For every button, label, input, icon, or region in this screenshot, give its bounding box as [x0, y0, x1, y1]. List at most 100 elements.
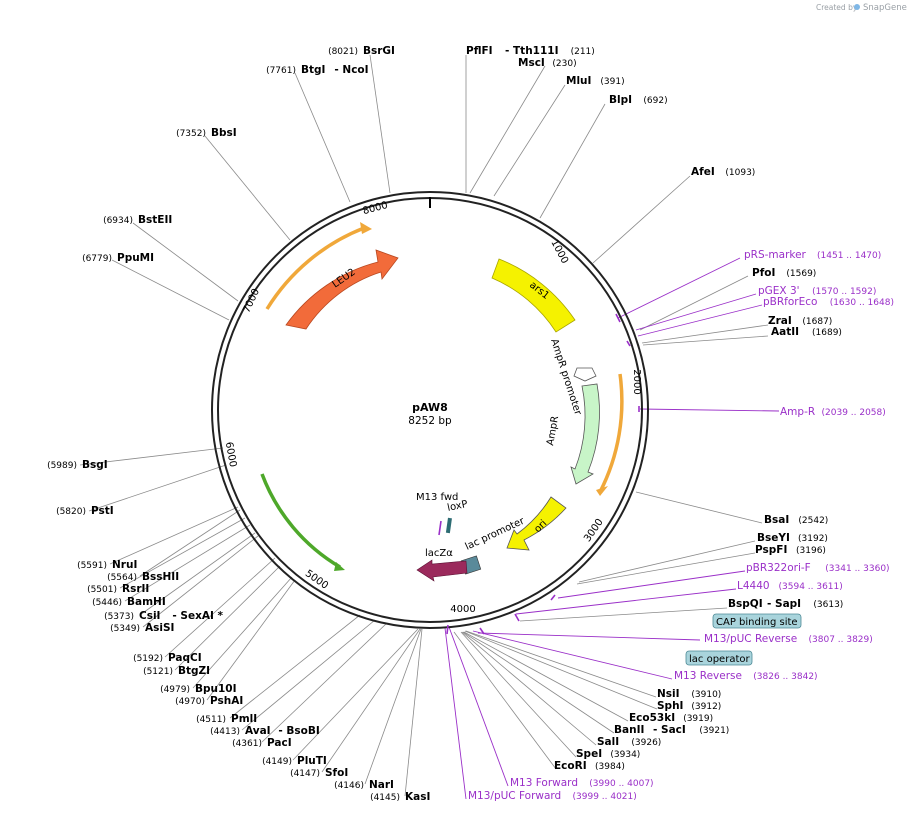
enzyme-name: PmlI: [231, 713, 257, 725]
enzyme-position: (4149): [262, 757, 292, 767]
enzyme-site[interactable]: (5121)BtgZI: [143, 665, 210, 677]
enzyme-site[interactable]: MluI (391): [566, 75, 625, 87]
primer-site[interactable]: pBR322ori-F(3341 .. 3360): [746, 562, 890, 574]
feature-ampr[interactable]: [570, 383, 600, 485]
enzyme-name: PfoI: [752, 267, 775, 279]
enzyme-site[interactable]: (4413)AvaI- BsoBI: [210, 725, 320, 737]
enzyme-name: BspQI: [728, 598, 763, 610]
enzyme-name: PluTI: [297, 755, 327, 767]
primer-name: pBRforEco: [763, 296, 817, 308]
enzyme-name: BssHII: [142, 571, 179, 583]
feature-ori[interactable]: [506, 496, 567, 551]
enzyme-position: (230): [552, 59, 576, 69]
enzyme-site[interactable]: (5349)AsiSI: [110, 622, 174, 634]
enzyme-site[interactable]: BsaI(2542): [764, 514, 828, 526]
enzyme-site[interactable]: MscI (230): [518, 57, 577, 69]
feature-leu2[interactable]: [285, 249, 399, 330]
primer-site[interactable]: Amp-R(2039 .. 2058): [780, 406, 886, 418]
enzyme-site[interactable]: AfeI(1093): [691, 166, 755, 178]
enzyme-site[interactable]: (4979)Bpu10I: [160, 683, 236, 695]
orf-green-arrowhead: [334, 562, 345, 571]
enzyme-name: PpuMI: [117, 252, 154, 264]
lac-operator-box[interactable]: [685, 650, 753, 666]
primer-site[interactable]: M13 Reverse(3826 .. 3842): [674, 670, 818, 682]
enzyme-site[interactable]: (4511)PmlI: [196, 713, 257, 725]
enzyme-site[interactable]: PflFI- Tth111I(211): [466, 45, 595, 57]
enzyme-site[interactable]: (7352)BbsI: [176, 127, 237, 139]
enzyme-site[interactable]: (6934)BstEII: [103, 214, 172, 226]
enzyme-site[interactable]: (4147)SfoI: [290, 767, 348, 779]
enzyme-site[interactable]: (5591)NruI: [77, 559, 137, 571]
enzyme-site[interactable]: (5501)RsrII: [87, 583, 149, 595]
enzyme-site[interactable]: (7761)BtgI- NcoI: [266, 64, 368, 76]
credit-prefix: Created by: [816, 3, 858, 12]
enzyme-site[interactable]: AatII(1689): [771, 326, 842, 338]
primer-site[interactable]: M13/pUC Reverse(3807 .. 3829): [704, 633, 873, 645]
enzyme-site[interactable]: SalI(3926): [597, 736, 661, 748]
enzyme-site[interactable]: BseYI(3192): [757, 532, 828, 544]
enzyme-site[interactable]: (6779)PpuMI: [82, 252, 154, 264]
enzyme-site[interactable]: (5989)BsgI: [47, 459, 108, 471]
enzyme-site[interactable]: (4970)PshAI: [175, 695, 243, 707]
enzyme-site[interactable]: (4145)KasI: [370, 791, 430, 803]
orf-leu2-arc: [265, 226, 365, 310]
feature-loxp-label: loxP: [446, 499, 468, 514]
enzyme-name: CsiI: [139, 610, 160, 622]
enzyme-site[interactable]: SphI(3912): [657, 700, 721, 712]
enzyme-site[interactable]: (5564)BssHII: [107, 571, 179, 583]
enzyme-site[interactable]: BspQI- SapI(3613): [728, 598, 843, 610]
enzyme-site[interactable]: PfoI(1569): [752, 267, 816, 279]
primer-site[interactable]: M13 Forward(3990 .. 4007): [510, 777, 654, 789]
cap-binding-site-label: CAP binding site: [716, 617, 798, 628]
enzyme-name: PflFI: [466, 45, 493, 57]
enzyme-site[interactable]: (5446)BamHI: [92, 596, 166, 608]
enzyme-position: (5192): [133, 654, 163, 664]
enzyme-position: (4970): [175, 697, 205, 707]
enzyme-site[interactable]: (5820)PstI: [56, 505, 114, 517]
enzyme-name: MluI: [566, 75, 591, 87]
enzyme-site[interactable]: (4149) PluTI: [262, 755, 327, 767]
feature-ars1[interactable]: [491, 258, 576, 333]
enzyme-position: (5446): [92, 598, 122, 608]
enzyme-site[interactable]: SpeI(3934): [576, 748, 640, 760]
enzyme-site[interactable]: Eco53kI(3919): [629, 712, 713, 724]
enzyme-site[interactable]: (5373)CsiI- SexAI *: [104, 610, 223, 622]
enzyme-site[interactable]: (5192)PaqCI: [133, 652, 202, 664]
enzyme-name: PacI: [267, 737, 292, 749]
enzyme-site[interactable]: ZraI(1687): [768, 315, 832, 327]
enzyme-name: MscI: [518, 57, 545, 69]
enzyme-site[interactable]: BanII- SacI(3921): [614, 724, 729, 736]
primer-site[interactable]: L4440(3594 .. 3611): [737, 580, 843, 592]
primer-site[interactable]: M13/pUC Forward(3999 .. 4021): [468, 790, 637, 802]
enzyme-site[interactable]: EcoRI(3984): [554, 760, 625, 772]
feature-lacz[interactable]: [416, 559, 468, 582]
primer-site[interactable]: pBRforEco (1630 .. 1648): [763, 296, 894, 308]
enzyme-position: (391): [600, 77, 624, 87]
enzyme-site[interactable]: (4361)PacI: [232, 737, 292, 749]
enzyme-site[interactable]: NsiI(3910): [657, 688, 721, 700]
enzyme-site[interactable]: BlpI(692): [609, 94, 668, 106]
enzyme-name-alt: - SacI: [653, 724, 686, 736]
primer-site[interactable]: pGEX 3'(1570 .. 1592): [758, 285, 876, 297]
feature-loxp[interactable]: [445, 517, 452, 534]
orf-ampr-arrowhead: [596, 486, 608, 496]
feature-ampr-promoter[interactable]: [573, 367, 597, 382]
primer-site[interactable]: pRS-marker(1451 .. 1470): [744, 249, 881, 261]
enzyme-position: (4979): [160, 685, 190, 695]
primer-marks: [446, 313, 640, 635]
enzyme-position: (211): [571, 47, 595, 57]
enzyme-site[interactable]: (4146)NarI: [334, 779, 394, 791]
enzyme-site[interactable]: PspFI(3196): [755, 544, 826, 556]
enzyme-position: (1689): [812, 328, 842, 338]
ruler-tick-label: 6000: [223, 441, 238, 468]
primer-leader-lines: [444, 257, 780, 800]
enzyme-site[interactable]: (8021)BsrGI: [328, 45, 395, 57]
cap-binding-site-box[interactable]: [712, 613, 802, 629]
primer-name: M13/pUC Reverse: [704, 633, 797, 645]
enzyme-name: SalI: [597, 736, 619, 748]
primer-range: (3341 .. 3360): [825, 564, 889, 574]
enzyme-name: NruI: [112, 559, 137, 571]
primer-range: (3999 .. 4021): [573, 792, 637, 802]
primer-range: (1630 .. 1648): [830, 298, 894, 308]
